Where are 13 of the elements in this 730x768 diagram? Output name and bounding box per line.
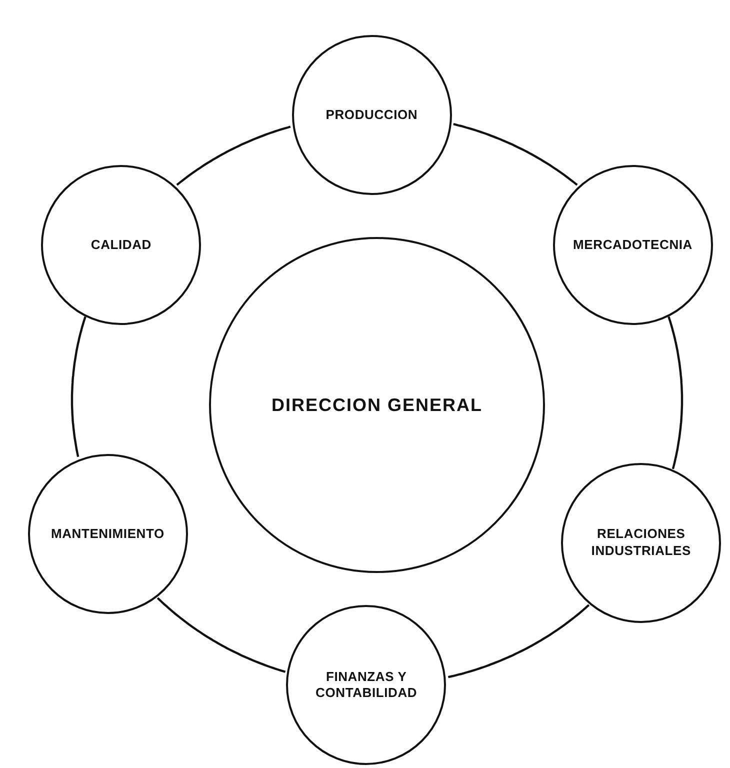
connector-line (668, 316, 684, 470)
connector-line (448, 604, 590, 678)
department-label: FINANZAS Y CONTABILIDAD (314, 668, 418, 702)
connector-line (176, 126, 291, 186)
department-label: DIRECCION GENERAL (271, 394, 482, 416)
connector-line (453, 123, 578, 186)
department-label: MERCADOTECNIA (573, 236, 692, 253)
department-label: RELACIONES INDUSTRIALES (590, 526, 692, 559)
department-label: PRODUCCION (326, 106, 418, 124)
connector-line (70, 316, 86, 458)
department-label: CALIDAD (90, 236, 152, 253)
connector-line (156, 597, 286, 673)
department-label: MANTENIMIENTO (50, 526, 164, 542)
